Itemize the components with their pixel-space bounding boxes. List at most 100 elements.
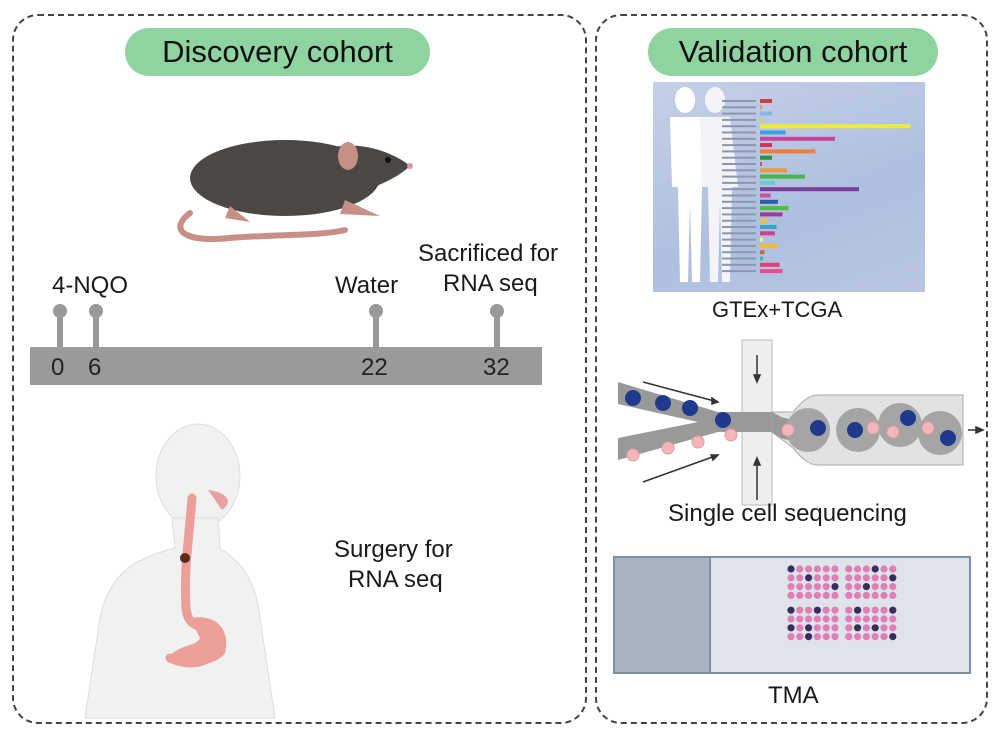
tma-core [831, 565, 839, 573]
tma-core [871, 574, 879, 582]
tma-core [889, 606, 897, 614]
tma-core [854, 565, 862, 573]
event-label-sacrificed-line1: Sacrificed for [418, 240, 559, 267]
gtex-bar [760, 117, 765, 122]
tma-core [822, 591, 830, 599]
tma-core [862, 624, 870, 632]
human-esophagus-icon [84, 423, 276, 719]
timeline-tick-32: 32 [483, 354, 510, 381]
gtex-bar-label [722, 251, 756, 254]
tma-core [796, 583, 804, 591]
timeline-pin-0 [57, 312, 63, 348]
tma-core [862, 633, 870, 641]
tma-core [889, 583, 897, 591]
timeline-pin-head-22 [369, 304, 383, 318]
gtex-bar [760, 225, 777, 229]
microfluidic-droplet-icon [618, 339, 985, 506]
tma-core [845, 633, 853, 641]
tma-core [822, 606, 830, 614]
tma-core [813, 591, 821, 599]
tma-core [871, 591, 879, 599]
tma-core [880, 624, 888, 632]
gtex-bar [760, 193, 771, 198]
tma-core [845, 615, 853, 623]
gtex-bar [760, 155, 772, 160]
validation-cohort-title: Validation cohort [648, 28, 938, 76]
tma-core [813, 583, 821, 591]
tma-core [889, 591, 897, 599]
gtex-bar-label [722, 106, 756, 109]
gtex-bar [760, 218, 768, 223]
tma-core [854, 633, 862, 641]
gtex-bar [760, 174, 805, 179]
tma-core [871, 615, 879, 623]
gtex-bar-label [722, 118, 756, 121]
tma-core [813, 565, 821, 573]
timeline-tick-22: 22 [361, 354, 388, 381]
tma-core [796, 615, 804, 623]
tma-core [889, 615, 897, 623]
tma-core [845, 591, 853, 599]
event-label-sacrificed-line2: RNA seq [443, 270, 538, 297]
tma-core [813, 615, 821, 623]
tma-core [871, 633, 879, 641]
gtex-bar-label [722, 169, 756, 172]
gtex-bar [760, 206, 789, 211]
tma-core [831, 574, 839, 582]
tma-core [805, 606, 813, 614]
tma-core [805, 591, 813, 599]
tma-core [854, 583, 862, 591]
tma-core [862, 583, 870, 591]
tma-core [805, 624, 813, 632]
gtex-bar-label [722, 238, 756, 241]
tma-core [822, 615, 830, 623]
tma-core [880, 633, 888, 641]
tma-core [854, 624, 862, 632]
tma-core [889, 633, 897, 641]
tma-core [862, 574, 870, 582]
gtex-bar-label [722, 244, 756, 247]
tma-core [845, 624, 853, 632]
tma-core [880, 591, 888, 599]
gtex-bar [760, 180, 775, 185]
gtex-bar-chart [722, 99, 910, 274]
mouse-icon [177, 140, 413, 242]
tma-core [845, 574, 853, 582]
gtex-bar-label [722, 232, 756, 235]
timeline-tick-6: 6 [88, 354, 102, 381]
tma-core [787, 633, 795, 641]
gtex-bar-label [722, 194, 756, 197]
tma-core [845, 583, 853, 591]
tma-core [880, 565, 888, 573]
tma-core [822, 583, 830, 591]
tma-core [871, 565, 879, 573]
tma-slide-icon [613, 556, 971, 674]
tma-core [854, 615, 862, 623]
gtex-bar [760, 136, 835, 141]
gtex-bar-label [722, 226, 756, 228]
gtex-bar [760, 237, 763, 242]
tma-core [831, 606, 839, 614]
tma-core [889, 574, 897, 582]
tma-core [831, 633, 839, 641]
gtex-bar-label [722, 125, 756, 128]
tma-core [880, 606, 888, 614]
tma-core [871, 583, 879, 591]
tma-core [854, 591, 862, 599]
gtex-bar [760, 149, 816, 154]
tma-core [831, 591, 839, 599]
tma-core [796, 591, 804, 599]
timeline-pin-22 [373, 312, 379, 348]
single-cell-caption: Single cell sequencing [668, 500, 907, 527]
event-label-water: Water [335, 272, 399, 299]
gtex-bar [760, 269, 783, 274]
gtex-bar [760, 199, 778, 204]
tma-core [787, 606, 795, 614]
gtex-bar-label [722, 213, 756, 216]
tma-core [813, 633, 821, 641]
gtex-bar-label [722, 181, 756, 184]
tma-core [831, 583, 839, 591]
tma-core [822, 565, 830, 573]
gtex-bar [760, 130, 786, 135]
tma-core [831, 624, 839, 632]
